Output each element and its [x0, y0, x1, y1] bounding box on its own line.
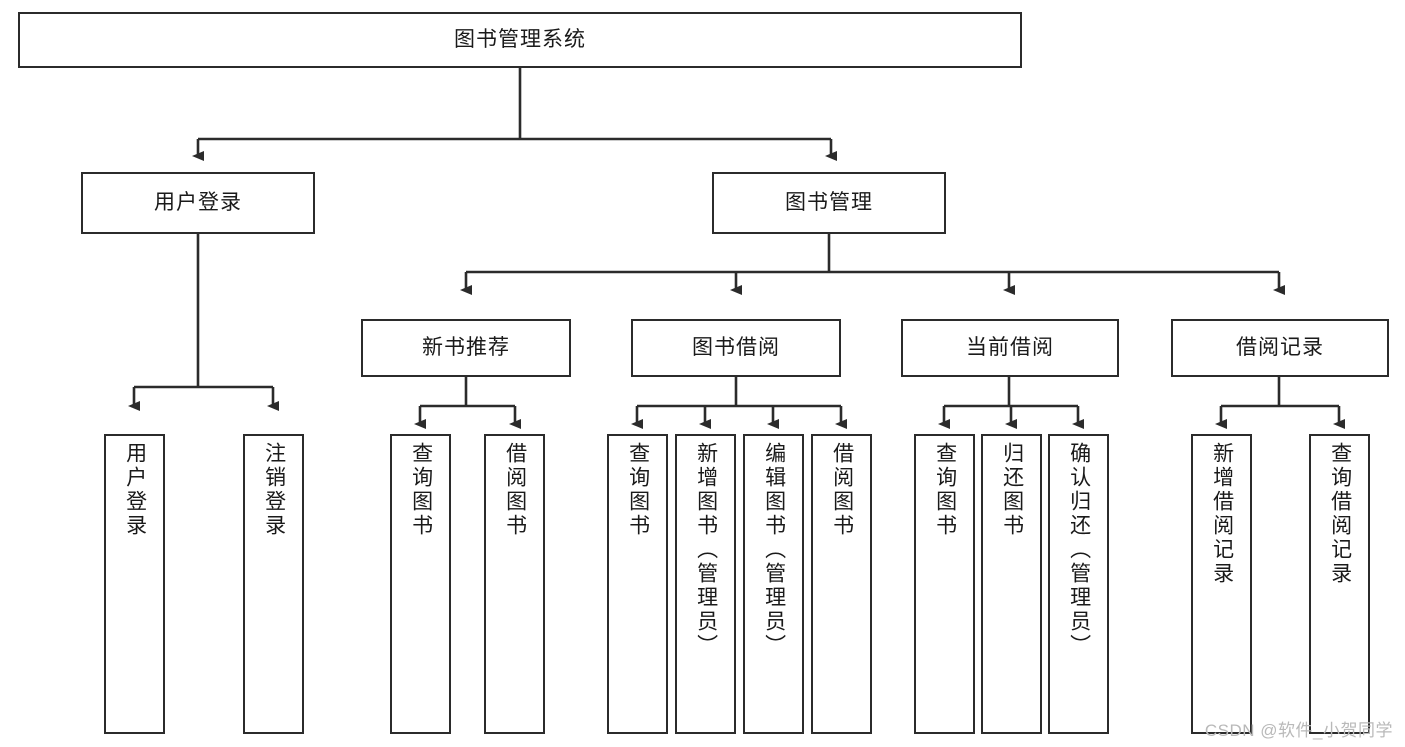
node-label: 图书管理系统: [454, 28, 586, 52]
node-label: 当前借阅: [966, 336, 1054, 360]
leaf-borrow-book-recommend[interactable]: 借阅图书: [484, 434, 545, 734]
leaf-query-book-current[interactable]: 查询图书: [914, 434, 975, 734]
node-label: 查询图书: [933, 442, 957, 538]
node-label: 借阅图书: [503, 442, 527, 538]
leaf-add-book-admin[interactable]: 新增图书（管理员）: [675, 434, 736, 734]
leaf-query-book-recommend[interactable]: 查询图书: [390, 434, 451, 734]
leaf-borrow-book[interactable]: 借阅图书: [811, 434, 872, 734]
leaf-add-borrow-record[interactable]: 新增借阅记录: [1191, 434, 1252, 734]
node-label: 图书借阅: [692, 336, 780, 360]
leaf-query-book-borrow[interactable]: 查询图书: [607, 434, 668, 734]
node-label: 借阅记录: [1236, 336, 1324, 360]
node-label: 新书推荐: [422, 336, 510, 360]
leaf-confirm-return-admin[interactable]: 确认归还（管理员）: [1048, 434, 1109, 734]
node-user-login[interactable]: 用户登录: [81, 172, 315, 234]
node-label: 借阅图书: [830, 442, 854, 538]
node-label: 注销登录: [262, 442, 286, 538]
node-label: 新增图书（管理员）: [694, 442, 718, 658]
node-label: 新增借阅记录: [1210, 442, 1234, 586]
leaf-user-logout[interactable]: 注销登录: [243, 434, 304, 734]
node-label: 编辑图书（管理员）: [762, 442, 786, 658]
node-root-system[interactable]: 图书管理系统: [18, 12, 1022, 68]
node-borrow-record[interactable]: 借阅记录: [1171, 319, 1389, 377]
node-label: 查询图书: [409, 442, 433, 538]
leaf-query-borrow-record[interactable]: 查询借阅记录: [1309, 434, 1370, 734]
node-label: 用户登录: [154, 191, 242, 215]
node-current-borrow[interactable]: 当前借阅: [901, 319, 1119, 377]
node-new-book-recommend[interactable]: 新书推荐: [361, 319, 571, 377]
node-label: 查询图书: [626, 442, 650, 538]
leaf-edit-book-admin[interactable]: 编辑图书（管理员）: [743, 434, 804, 734]
node-label: 查询借阅记录: [1328, 442, 1352, 586]
node-book-borrow[interactable]: 图书借阅: [631, 319, 841, 377]
node-label: 归还图书: [1000, 442, 1024, 538]
node-label: 图书管理: [785, 191, 873, 215]
leaf-user-login[interactable]: 用户登录: [104, 434, 165, 734]
leaf-return-book[interactable]: 归还图书: [981, 434, 1042, 734]
node-label: 用户登录: [123, 442, 147, 538]
node-book-management[interactable]: 图书管理: [712, 172, 946, 234]
node-label: 确认归还（管理员）: [1067, 442, 1091, 658]
